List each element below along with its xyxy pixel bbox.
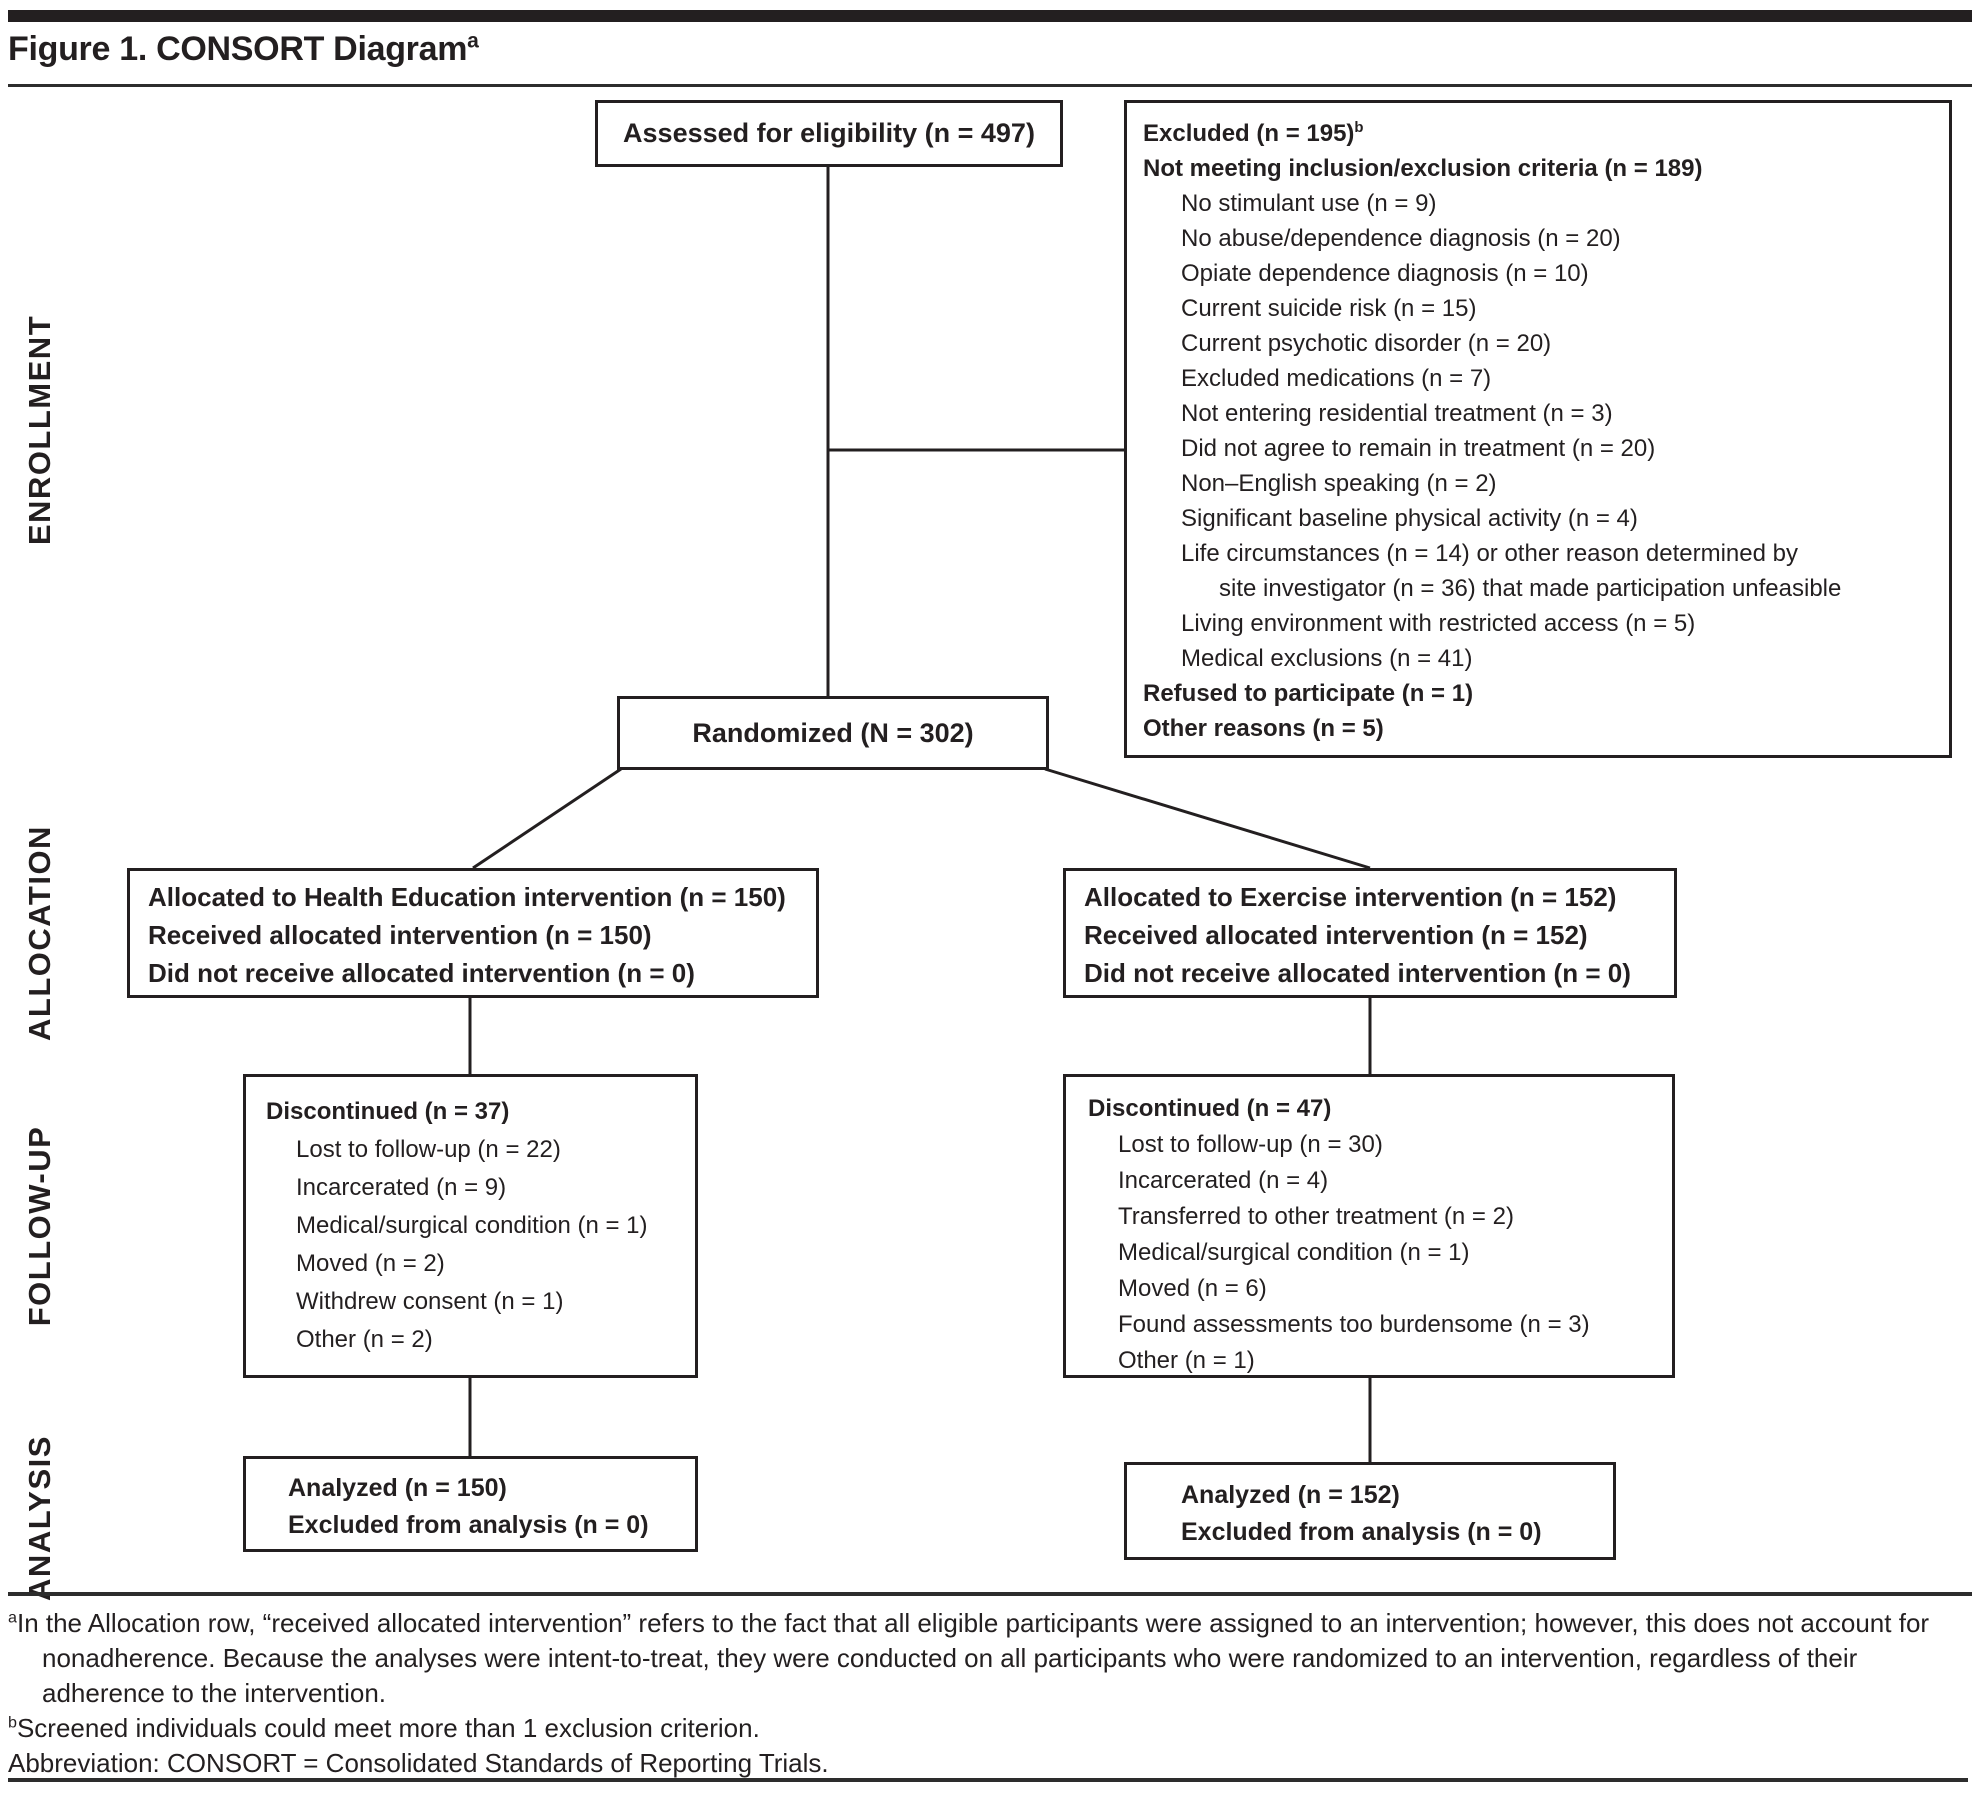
- allocation-exercise-box: Allocated to Exercise intervention (n = …: [1063, 868, 1677, 998]
- analysis-line: Analyzed (n = 150): [288, 1474, 507, 1502]
- footnote: bScreened individuals could meet more th…: [8, 1713, 760, 1743]
- excluded-reason-line: Significant baseline physical activity (…: [1181, 505, 1638, 532]
- followup-line: Moved (n = 6): [1118, 1275, 1267, 1302]
- bottom-rule: [8, 1778, 1968, 1782]
- excluded-reason-line: No abuse/dependence diagnosis (n = 20): [1181, 225, 1621, 252]
- discontinued-exercise-box: Discontinued (n = 47) Lost to follow-up (…: [1063, 1074, 1675, 1378]
- excluded-reason-line: Living environment with restricted acces…: [1181, 610, 1696, 637]
- footnote-divider: [8, 1592, 1972, 1596]
- excluded-reason-line: Not meeting inclusion/exclusion criteria…: [1143, 155, 1703, 182]
- followup-line: Medical/surgical condition (n = 1): [296, 1212, 648, 1239]
- allocation-line: Allocated to Exercise intervention (n = …: [1084, 882, 1617, 912]
- title-divider: [8, 84, 1972, 87]
- connector-randomized-to-alloc-left: [472, 767, 622, 870]
- connector-randomized-to-alloc-right: [1044, 767, 1371, 870]
- superscript: b: [1354, 120, 1364, 136]
- discontinued-health-education-box: Discontinued (n = 37) Lost to follow-up (…: [243, 1074, 698, 1378]
- allocation-health-education-box: Allocated to Health Education interventi…: [127, 868, 819, 998]
- excluded-reason-line: Did not agree to remain in treatment (n …: [1181, 435, 1656, 462]
- excluded-reason-line: No stimulant use (n = 9): [1181, 190, 1437, 217]
- excluded-reason-line: Not entering residential treatment (n = …: [1181, 400, 1613, 427]
- allocation-line: Did not receive allocated intervention (…: [148, 958, 695, 988]
- randomized-text: Randomized (N = 302): [692, 717, 974, 748]
- excluded-reason-line: Excluded medications (n = 7): [1181, 365, 1492, 392]
- assessed-for-eligibility-box: Assessed for eligibility (n = 497): [595, 100, 1063, 167]
- allocation-line: Received allocated intervention (n = 150…: [148, 920, 652, 950]
- excluded-reason-line: Excluded (n = 195)b: [1143, 120, 1364, 147]
- followup-line: Discontinued (n = 37): [266, 1098, 510, 1125]
- followup-line: Incarcerated (n = 4): [1118, 1167, 1329, 1194]
- figure-title-superscript: a: [467, 29, 479, 53]
- randomized-box: Randomized (N = 302): [617, 696, 1049, 770]
- excluded-reason-line: site investigator (n = 36) that made par…: [1219, 575, 1842, 602]
- analyzed-exercise-box: Analyzed (n = 152) Excluded from analysis…: [1124, 1462, 1616, 1560]
- followup-line: Medical/surgical condition (n = 1): [1118, 1239, 1470, 1266]
- allocation-line: Allocated to Health Education interventi…: [148, 882, 786, 912]
- assessed-for-eligibility-text: Assessed for eligibility (n = 497): [623, 118, 1035, 148]
- followup-line: Other (n = 1): [1118, 1347, 1255, 1374]
- followup-line: Found assessments too burdensome (n = 3): [1118, 1311, 1590, 1338]
- analysis-line: Excluded from analysis (n = 0): [288, 1511, 649, 1539]
- excluded-reason-line: Non–English speaking (n = 2): [1181, 470, 1497, 497]
- footnote: Abbreviation: CONSORT = Consolidated Sta…: [8, 1748, 829, 1778]
- excluded-reason-line: Other reasons (n = 5): [1143, 715, 1384, 742]
- excluded-reason-line: Opiate dependence diagnosis (n = 10): [1181, 260, 1589, 287]
- excluded-reason-line: Life circumstances (n = 14) or other rea…: [1181, 540, 1798, 567]
- excluded-reason-line: Current suicide risk (n = 15): [1181, 295, 1477, 322]
- followup-line: Transferred to other treatment (n = 2): [1118, 1203, 1514, 1230]
- followup-line: Incarcerated (n = 9): [296, 1174, 507, 1201]
- followup-line: Lost to follow-up (n = 22): [296, 1136, 561, 1163]
- footnotes: aIn the Allocation row, “received alloca…: [8, 1606, 1958, 1781]
- footnote: aIn the Allocation row, “received alloca…: [8, 1608, 1930, 1708]
- superscript: b: [8, 1713, 17, 1732]
- followup-line: Discontinued (n = 47): [1088, 1095, 1332, 1122]
- analysis-line: Analyzed (n = 152): [1181, 1481, 1400, 1509]
- followup-line: Withdrew consent (n = 1): [296, 1288, 564, 1315]
- excluded-reason-line: Current psychotic disorder (n = 20): [1181, 330, 1552, 357]
- top-bar: [8, 10, 1972, 22]
- excluded-reason-line: Medical exclusions (n = 41): [1181, 645, 1473, 672]
- figure-title-text: Figure 1. CONSORT Diagram: [8, 30, 468, 68]
- followup-line: Lost to follow-up (n = 30): [1118, 1131, 1383, 1158]
- analyzed-health-education-box: Analyzed (n = 150) Excluded from analysis…: [243, 1456, 698, 1552]
- figure-title: Figure 1. CONSORT Diagrama: [8, 30, 479, 69]
- allocation-line: Did not receive allocated intervention (…: [1084, 958, 1631, 988]
- excluded-reason-line: Refused to participate (n = 1): [1143, 680, 1474, 707]
- analysis-line: Excluded from analysis (n = 0): [1181, 1518, 1542, 1546]
- followup-line: Moved (n = 2): [296, 1250, 445, 1277]
- allocation-line: Received allocated intervention (n = 152…: [1084, 920, 1588, 950]
- followup-line: Other (n = 2): [296, 1326, 433, 1353]
- superscript: a: [8, 1608, 17, 1627]
